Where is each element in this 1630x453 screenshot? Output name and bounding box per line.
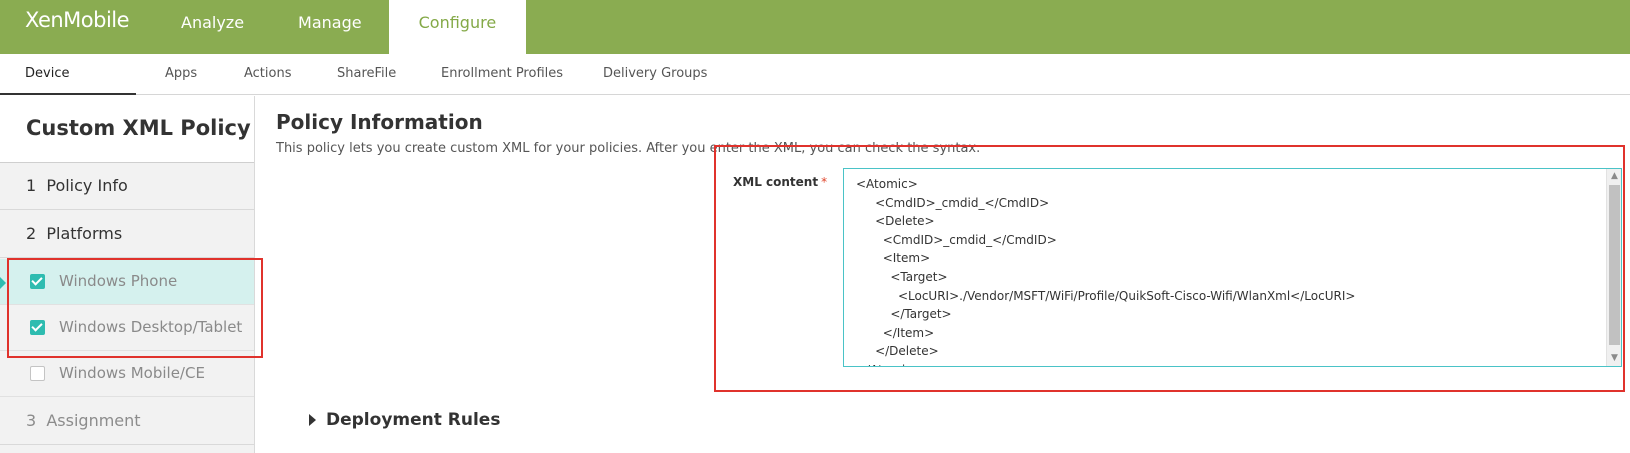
- scroll-down-icon[interactable]: ▼: [1611, 353, 1618, 363]
- checkbox-checked-icon[interactable]: [30, 274, 45, 289]
- checkbox-unchecked-icon[interactable]: [30, 366, 45, 381]
- checkbox-checked-icon[interactable]: [30, 320, 45, 335]
- xml-line: <CmdID>_cmdid_</CmdID>: [856, 195, 1050, 210]
- wizard-sidebar: Custom XML Policy 1 Policy Info 2 Platfo…: [0, 96, 255, 453]
- page-title: Policy Information: [276, 110, 483, 134]
- step-policy-info[interactable]: 1 Policy Info: [0, 163, 254, 210]
- sub-nav-sharefile[interactable]: ShareFile: [337, 66, 397, 81]
- sub-nav-device-policies[interactable]: Device Policies: [0, 54, 136, 121]
- top-nav-analyze[interactable]: Analyze: [181, 13, 245, 32]
- sub-nav-apps[interactable]: Apps: [165, 66, 198, 81]
- scroll-up-icon[interactable]: ▲: [1611, 171, 1618, 181]
- xml-line: </Delete>: [856, 344, 939, 359]
- xml-line: <Target>: [856, 269, 948, 284]
- platform-label: Windows Phone: [59, 272, 178, 290]
- caret-right-icon[interactable]: [309, 414, 316, 426]
- step-platforms[interactable]: 2 Platforms: [0, 211, 254, 258]
- xml-line: <Item>: [856, 251, 931, 266]
- platform-label: Windows Mobile/CE: [59, 364, 205, 382]
- top-bar: XenMobile Analyze Manage Configure: [0, 0, 1630, 54]
- xml-line: <CmdID>_cmdid_</CmdID>: [856, 232, 1057, 247]
- top-nav-configure[interactable]: Configure: [388, 0, 527, 54]
- required-mark: *: [821, 175, 828, 189]
- top-nav-manage[interactable]: Manage: [298, 13, 362, 32]
- xml-content-label: XML content*: [733, 175, 828, 189]
- xml-line: </Target>: [856, 307, 952, 322]
- xml-content-text[interactable]: <Atomic> <CmdID>_cmdid_</CmdID> <Delete>…: [856, 175, 1356, 366]
- sub-nav-actions[interactable]: Actions: [244, 66, 292, 81]
- platform-windows-phone[interactable]: Windows Phone: [0, 259, 254, 305]
- xml-line: <LocURI>./Vendor/MSFT/WiFi/Profile/QuikS…: [856, 288, 1356, 303]
- sub-nav: Device Policies Apps Actions ShareFile E…: [0, 54, 1630, 121]
- page-description: This policy lets you create custom XML f…: [276, 141, 981, 156]
- platform-windows-mobile-ce[interactable]: Windows Mobile/CE: [0, 351, 254, 397]
- sub-nav-enrollment-profiles[interactable]: Enrollment Profiles: [441, 66, 564, 81]
- xml-line: </Atomic>: [856, 361, 1355, 366]
- scrollbar-thumb[interactable]: [1609, 185, 1620, 345]
- deployment-rules-toggle[interactable]: Deployment Rules: [326, 410, 501, 430]
- xml-line: <Delete>: [856, 214, 935, 229]
- active-platform-marker-icon: [0, 277, 6, 289]
- xml-line: </Item>: [856, 325, 935, 340]
- platform-label: Windows Desktop/Tablet: [59, 318, 243, 336]
- policy-title: Custom XML Policy: [0, 96, 254, 163]
- top-nav: Analyze Manage Configure: [154, 0, 527, 54]
- platform-windows-desktop-tablet[interactable]: Windows Desktop/Tablet: [0, 305, 254, 351]
- xml-content-textarea[interactable]: <Atomic> <CmdID>_cmdid_</CmdID> <Delete>…: [843, 168, 1622, 367]
- app-logo[interactable]: XenMobile: [25, 8, 130, 32]
- sub-nav-delivery-groups[interactable]: Delivery Groups: [603, 66, 708, 81]
- xml-line: <Atomic>: [856, 177, 918, 191]
- xml-scrollbar[interactable]: ▲ ▼: [1606, 169, 1621, 366]
- step-assignment[interactable]: 3 Assignment: [0, 398, 254, 445]
